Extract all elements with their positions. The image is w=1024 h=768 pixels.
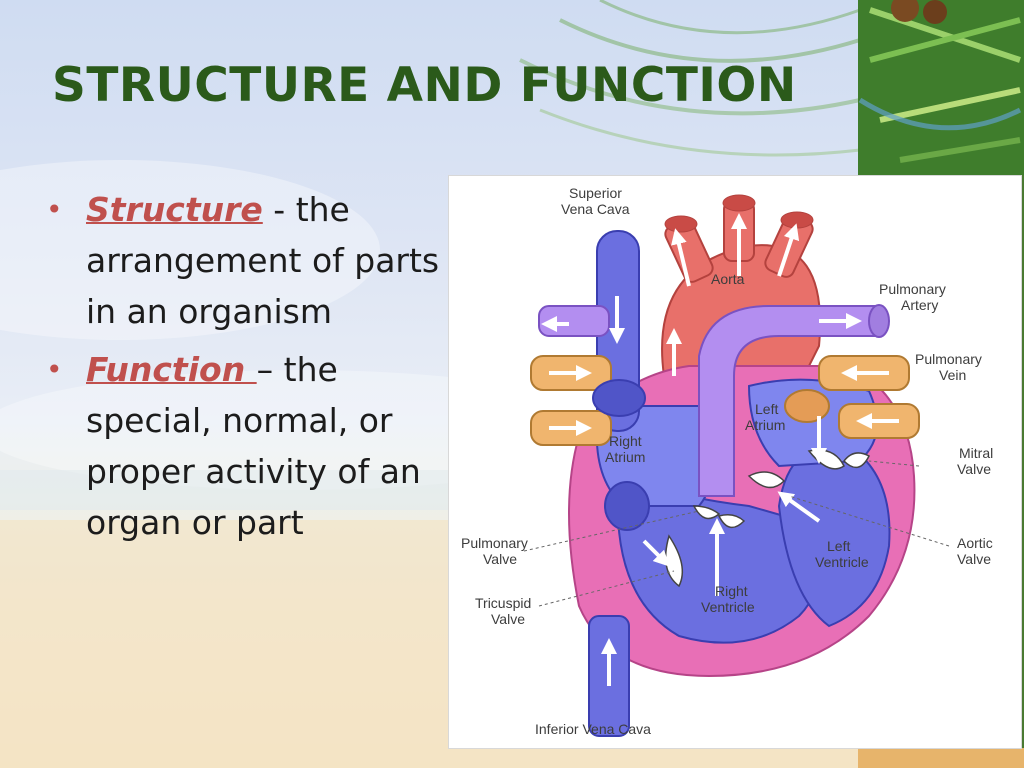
definition-function: the special, normal, or proper activity … xyxy=(86,350,421,542)
separator-structure: - xyxy=(262,190,296,229)
palm-fronds xyxy=(519,0,861,157)
flow-arrows xyxy=(541,213,899,686)
bullet-icon: • xyxy=(46,193,63,226)
bullet-function: • Function – the special, normal, or pro… xyxy=(40,344,440,548)
bullet-list: • Structure - the arrangement of parts i… xyxy=(40,184,440,555)
label-inferior-vena-cava: Inferior Vena Cava xyxy=(535,721,651,737)
label-aorta: Aorta xyxy=(711,271,745,287)
bullet-structure: • Structure - the arrangement of parts i… xyxy=(40,184,440,337)
term-function: Function xyxy=(86,350,257,389)
palm-leaves-topright xyxy=(858,0,1022,163)
separator-function: – xyxy=(256,350,284,389)
leader-lines xyxy=(523,460,950,607)
pulmonary-vein-shapes xyxy=(530,355,920,446)
bullet-icon: • xyxy=(46,353,63,386)
slide-title: STRUCTURE AND FUNCTION xyxy=(52,58,797,113)
definition-structure: the arrangement of parts in an organism xyxy=(86,190,440,331)
term-structure: Structure xyxy=(86,190,263,229)
